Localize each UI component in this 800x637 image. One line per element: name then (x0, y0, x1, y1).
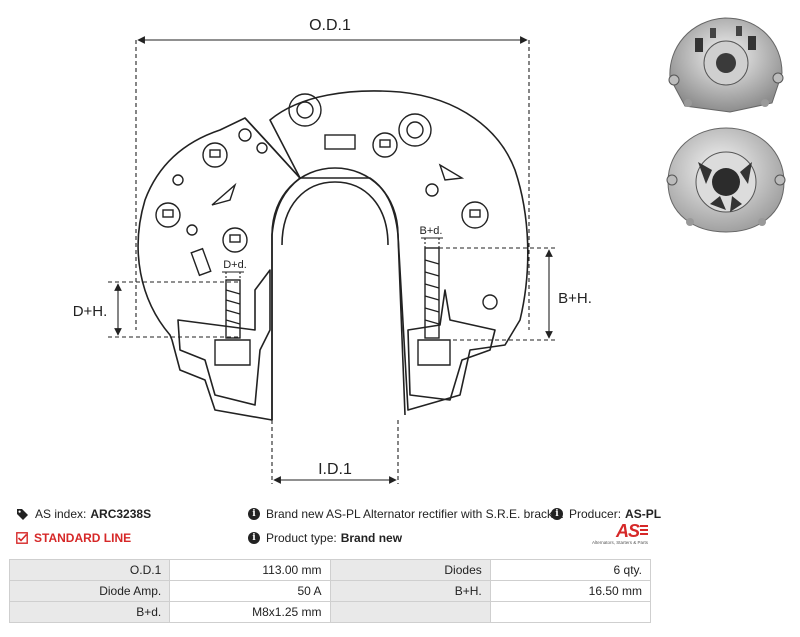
as-index: AS index: ARC3238S (16, 507, 151, 521)
dimension-lines (108, 36, 556, 484)
table-row: B+d. M8x1.25 mm (8, 601, 652, 623)
spec-value: 50 A (169, 580, 331, 602)
table-row: Diode Amp. 50 A B+H. 16.50 mm (8, 580, 652, 602)
spec-label: Diode Amp. (8, 580, 171, 602)
producer-value: AS-PL (625, 507, 662, 521)
checkbox-checked-icon (16, 532, 28, 544)
product-type-label: Product type: (266, 531, 337, 545)
rectifier-outline (137, 90, 529, 421)
table-row: O.D.1 113.00 mm Diodes 6 qty. (8, 559, 652, 581)
product-type: i Product type: Brand new (248, 531, 402, 545)
rectifier-drawing: O.D.1 I.D.1 D+H. B+H. D+d. B+d. (73, 17, 592, 484)
spec-label: B+H. (329, 580, 491, 602)
tag-icon (17, 509, 28, 520)
standard-line-label: STANDARD LINE (34, 531, 132, 545)
bh-label: B+H. (558, 290, 592, 307)
spec-value: M8x1.25 mm (169, 601, 331, 623)
spec-value: 16.50 mm (489, 580, 652, 602)
spec-label (329, 601, 491, 623)
description-text: Brand new AS-PL Alternator rectifier wit… (266, 507, 564, 521)
bd-label: B+d. (420, 225, 443, 237)
spec-label: O.D.1 (8, 559, 171, 581)
spec-value: 113.00 mm (169, 559, 331, 581)
info-icon: i (551, 508, 563, 520)
info-icon: i (248, 532, 260, 544)
specs-table: O.D.1 113.00 mm Diodes 6 qty. Diode Amp.… (8, 559, 652, 623)
od-label: O.D.1 (309, 17, 351, 34)
product-type-value: Brand new (340, 531, 403, 545)
spec-label: Diodes (329, 559, 491, 581)
producer: i Producer: AS-PL (551, 507, 661, 521)
producer-label: Producer: (569, 507, 622, 521)
spec-value (489, 601, 652, 623)
spec-value: 6 qty. (489, 559, 652, 581)
standard-line: STANDARD LINE (16, 531, 131, 545)
dd-label: D+d. (223, 259, 247, 271)
spec-label: B+d. (8, 601, 171, 623)
product-description: i Brand new AS-PL Alternator rectifier w… (248, 507, 563, 521)
dh-label: D+H. (73, 303, 108, 320)
logo-bars-icon (640, 525, 648, 537)
as-logo: AS Alternators, Starters & Parts (588, 521, 648, 553)
as-index-value: ARC3238S (90, 507, 152, 521)
info-icon: i (248, 508, 260, 520)
rectifier-features (155, 93, 498, 366)
product-photo-bottom (666, 127, 786, 233)
as-index-label: AS index: (35, 507, 87, 521)
logo-text: AS (615, 521, 640, 541)
id-label: I.D.1 (318, 461, 352, 478)
product-photo-top (668, 17, 784, 113)
logo-tagline: Alternators, Starters & Parts (591, 540, 648, 545)
